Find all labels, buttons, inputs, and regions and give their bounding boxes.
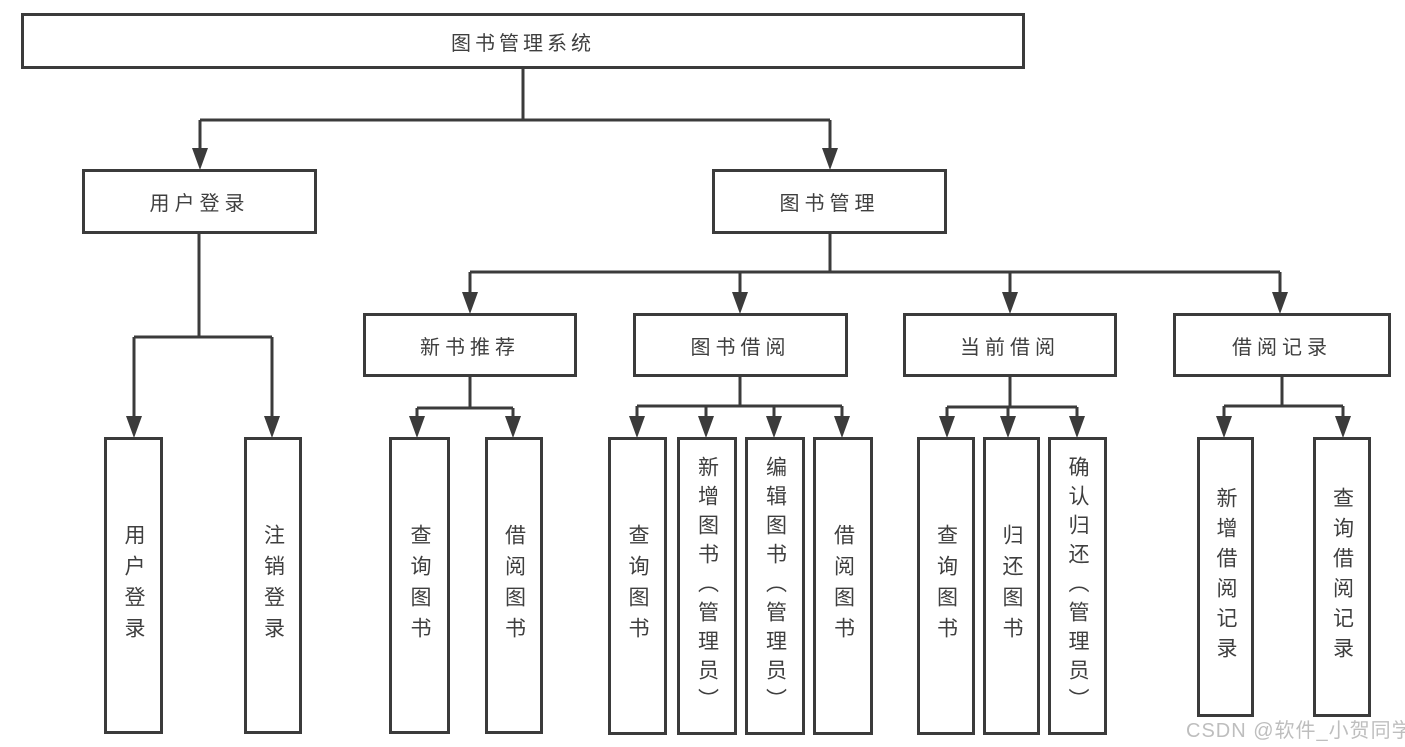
csdn-watermark: CSDN @软件_小贺同学: [1186, 720, 1405, 742]
node-borrow-records: 借阅记录: [1173, 313, 1391, 377]
leaf-query-books-1-label: 查询图书: [408, 523, 431, 648]
node-book-borrow-label: 图书借阅: [690, 336, 791, 359]
node-book-borrow: 图书借阅: [633, 313, 848, 377]
leaf-query-books-1: 查询图书: [389, 437, 450, 734]
node-borrow-records-label: 借阅记录: [1232, 336, 1332, 359]
node-current-borrow-label: 当前借阅: [960, 336, 1060, 359]
leaf-add-book-admin-label: 新增图书（管理员）: [695, 455, 719, 717]
leaf-query-books-2: 查询图书: [608, 437, 667, 735]
node-book-management: 图书管理: [712, 169, 947, 234]
leaf-return-book: 归还图书: [983, 437, 1040, 735]
leaf-add-borrow-record: 新增借阅记录: [1197, 437, 1254, 717]
leaf-confirm-return-admin-label: 确认归还（管理员）: [1066, 455, 1089, 717]
leaf-user-login-label: 用户登录: [122, 523, 145, 648]
leaf-edit-book-admin-label: 编辑图书（管理员）: [763, 455, 787, 717]
leaf-borrow-books-2-label: 借阅图书: [831, 524, 855, 648]
tree-edges: [132, 68, 1345, 418]
node-book-management-label: 图书管理: [779, 193, 880, 215]
leaf-borrow-books-1-label: 借阅图书: [502, 523, 526, 648]
node-root-label: 图书管理系统: [451, 32, 595, 55]
node-root: 图书管理系统: [21, 13, 1025, 69]
leaf-query-borrow-record: 查询借阅记录: [1313, 437, 1371, 717]
node-new-book-recommend-label: 新书推荐: [420, 336, 520, 359]
leaf-add-book-admin: 新增图书（管理员）: [677, 437, 737, 735]
leaf-confirm-return-admin: 确认归还（管理员）: [1048, 437, 1107, 735]
node-user-login-group-label: 用户登录: [149, 193, 250, 215]
leaf-query-borrow-record-label: 查询借阅记录: [1330, 487, 1354, 667]
leaf-query-books-2-label: 查询图书: [626, 524, 649, 648]
leaf-query-books-3: 查询图书: [917, 437, 975, 735]
leaf-add-borrow-record-label: 新增借阅记录: [1214, 487, 1237, 667]
leaf-return-book-label: 归还图书: [1000, 524, 1023, 648]
leaf-borrow-books-2: 借阅图书: [813, 437, 873, 735]
node-new-book-recommend: 新书推荐: [363, 313, 577, 377]
leaf-edit-book-admin: 编辑图书（管理员）: [745, 437, 805, 735]
node-current-borrow: 当前借阅: [903, 313, 1117, 377]
leaf-logout: 注销登录: [244, 437, 302, 734]
leaf-borrow-books-1: 借阅图书: [485, 437, 543, 734]
leaf-query-books-3-label: 查询图书: [934, 524, 958, 648]
arrowheads: [126, 148, 1351, 438]
leaf-logout-label: 注销登录: [261, 523, 285, 648]
node-user-login-group: 用户登录: [82, 169, 317, 234]
leaf-user-login: 用户登录: [104, 437, 163, 734]
